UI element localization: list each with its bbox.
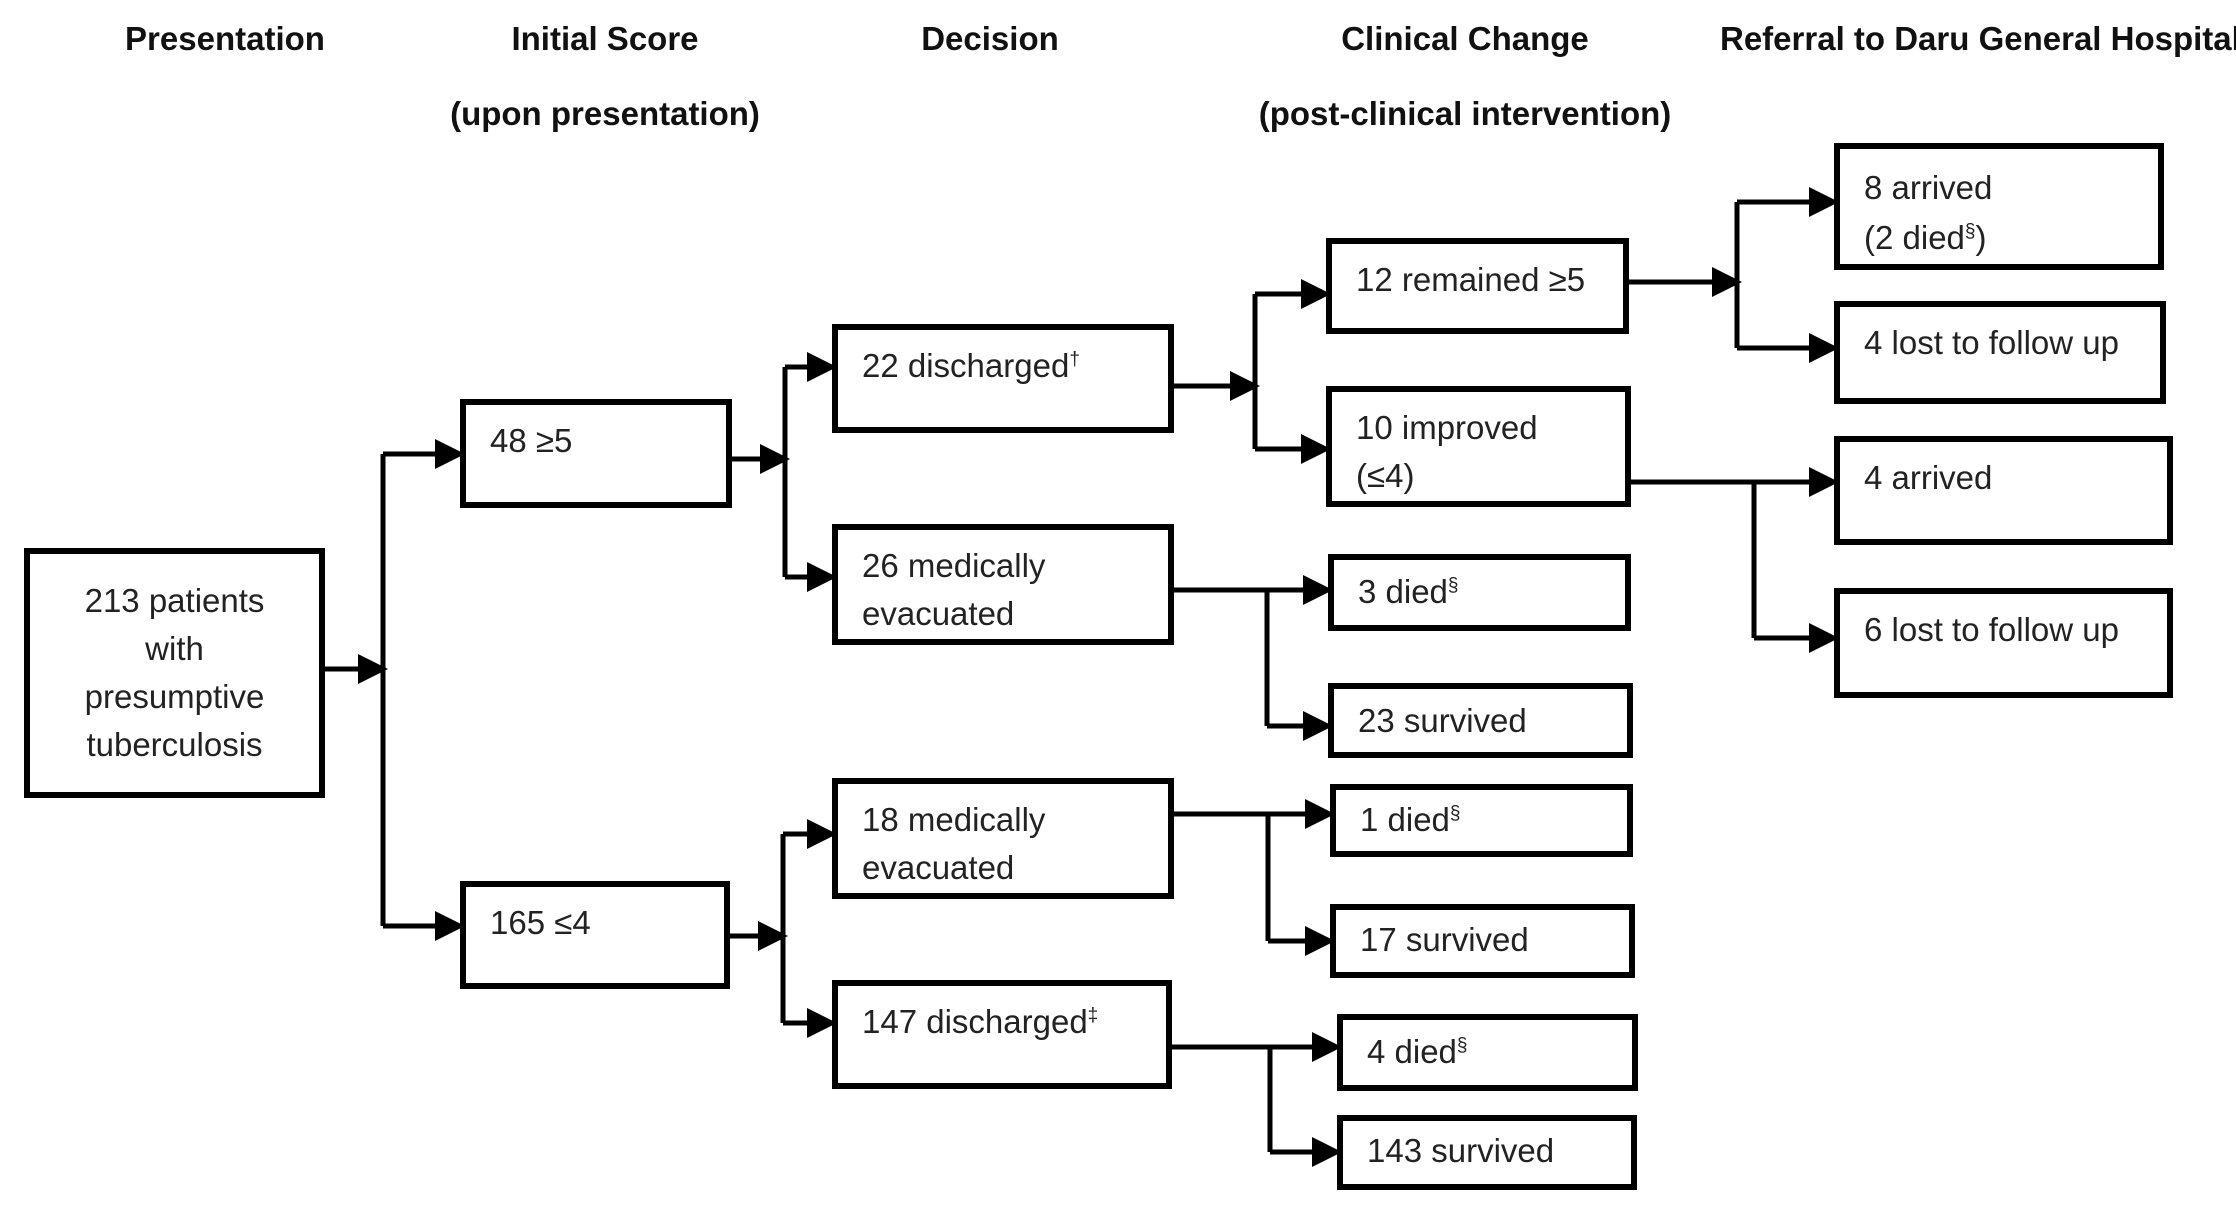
node-improved-arrived-label: 4 arrived bbox=[1864, 459, 1993, 496]
node-improved-arrived: 4 arrived bbox=[1834, 436, 2173, 545]
node-score-high: 48 ≥5 bbox=[460, 399, 732, 508]
node-low-evac-survived: 17 survived bbox=[1330, 904, 1635, 978]
header-clinical-change-sub: (post-clinical intervention) bbox=[1258, 95, 1672, 132]
node-low-evac-died: 1 died§ bbox=[1330, 784, 1633, 857]
node-high-evacuated-line1: 26 medically bbox=[862, 547, 1046, 584]
node-high-evac-survived: 23 survived bbox=[1328, 683, 1633, 758]
node-remained: 12 remained ≥5 bbox=[1326, 238, 1629, 334]
node-presentation-line4: tuberculosis bbox=[86, 726, 263, 763]
node-score-high-label: 48 ≥5 bbox=[490, 422, 573, 459]
node-remained-lost-label: 4 lost to follow up bbox=[1864, 324, 2119, 361]
node-low-dis-survived: 143 survived bbox=[1337, 1115, 1637, 1190]
header-initial-score-sub: (upon presentation) bbox=[450, 95, 760, 132]
node-remained-arrived: 8 arrived (2 died§) bbox=[1834, 143, 2164, 270]
node-low-dis-died-text: 4 died§ bbox=[1367, 1033, 1468, 1070]
node-high-discharged-text: 22 discharged† bbox=[862, 347, 1080, 384]
node-remained-arrived-line1: 8 arrived bbox=[1864, 169, 1993, 206]
node-improved-line2: (≤4) bbox=[1356, 457, 1415, 494]
node-low-discharged: 147 discharged‡ bbox=[832, 980, 1172, 1089]
node-score-low-label: 165 ≤4 bbox=[490, 904, 591, 941]
node-high-evac-survived-label: 23 survived bbox=[1358, 702, 1527, 739]
node-presentation: 213 patients with presumptive tuberculos… bbox=[24, 548, 325, 798]
node-remained-label: 12 remained ≥5 bbox=[1356, 261, 1586, 298]
node-high-evac-died: 3 died§ bbox=[1328, 554, 1631, 631]
node-high-evacuated: 26 medically evacuated bbox=[832, 524, 1174, 645]
node-remained-lost: 4 lost to follow up bbox=[1834, 301, 2166, 404]
node-low-evacuated-line1: 18 medically bbox=[862, 801, 1046, 838]
header-presentation: Presentation bbox=[125, 20, 325, 57]
header-referral: Referral to Daru General Hospital bbox=[1720, 20, 2236, 57]
node-remained-arrived-line2: (2 died§) bbox=[1864, 219, 1987, 256]
node-improved-lost-label: 6 lost to follow up bbox=[1864, 611, 2119, 648]
node-high-discharged: 22 discharged† bbox=[832, 324, 1174, 433]
node-improved-lost: 6 lost to follow up bbox=[1834, 588, 2173, 698]
node-low-dis-died: 4 died§ bbox=[1337, 1014, 1638, 1091]
node-low-evacuated: 18 medically evacuated bbox=[832, 778, 1174, 899]
header-initial-score: Initial Score bbox=[511, 20, 699, 57]
node-high-evac-died-text: 3 died§ bbox=[1358, 573, 1459, 610]
node-low-dis-survived-label: 143 survived bbox=[1367, 1132, 1555, 1169]
node-score-low: 165 ≤4 bbox=[460, 881, 730, 989]
node-low-evac-died-text: 1 died§ bbox=[1360, 801, 1461, 838]
node-presentation-line3: presumptive bbox=[84, 678, 265, 715]
node-low-evacuated-line2: evacuated bbox=[862, 849, 1015, 886]
node-low-discharged-text: 147 discharged‡ bbox=[862, 1003, 1099, 1040]
node-high-evacuated-line2: evacuated bbox=[862, 595, 1015, 632]
node-improved: 10 improved (≤4) bbox=[1326, 386, 1631, 507]
node-presentation-line1: 213 patients bbox=[84, 582, 265, 619]
node-presentation-line2: with bbox=[145, 630, 204, 667]
node-low-evac-survived-label: 17 survived bbox=[1360, 921, 1529, 958]
header-decision: Decision bbox=[921, 20, 1059, 57]
node-improved-line1: 10 improved bbox=[1356, 409, 1538, 446]
header-clinical-change: Clinical Change bbox=[1341, 20, 1589, 57]
